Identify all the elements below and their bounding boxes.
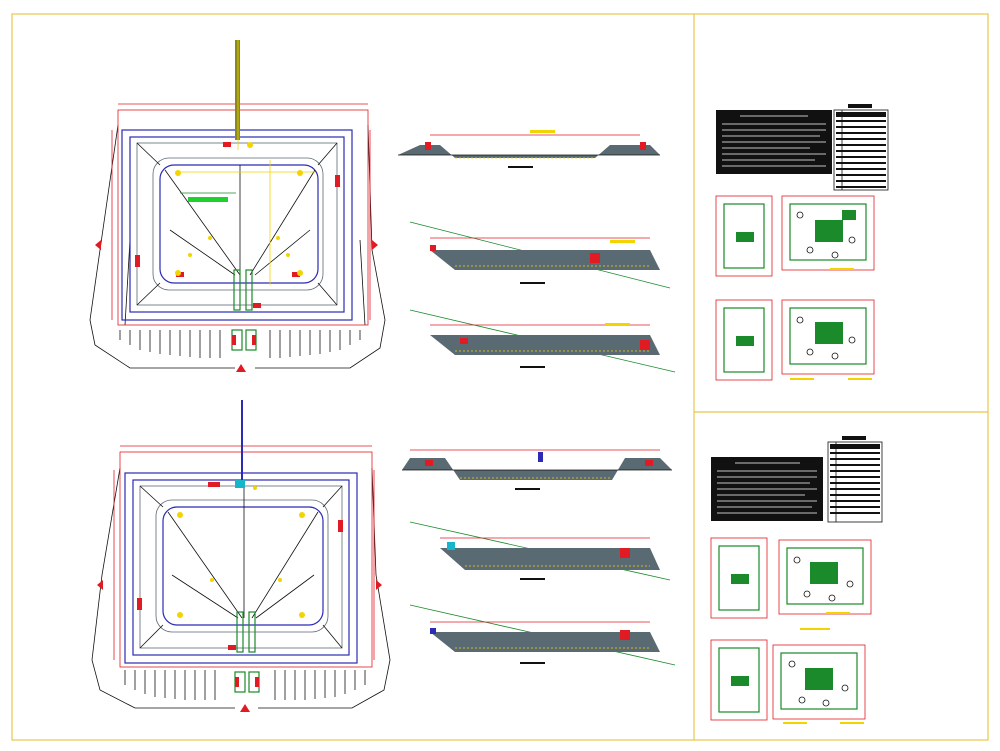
plan-top-arrows <box>95 240 378 372</box>
plan-view-bottom <box>91 400 391 712</box>
plan-bottom-pond-outline <box>124 472 358 664</box>
plan-bottom-skirt <box>91 467 391 709</box>
plan-bottom-slope-lines <box>139 485 343 649</box>
section-4 <box>402 449 672 490</box>
sheet-frame <box>11 13 989 741</box>
plan-bottom-red-tags <box>137 482 343 687</box>
plan-top-slope-lines <box>136 142 338 306</box>
detail-panel-bottom <box>710 436 883 724</box>
plan-top-outlet-red <box>232 335 256 345</box>
plan-top-outlet <box>231 269 257 351</box>
plan-top-markers <box>175 142 303 276</box>
section-1 <box>398 130 660 168</box>
plan-bottom-dimension-lines <box>113 445 375 668</box>
section-6 <box>409 604 676 666</box>
plan-view-top <box>89 40 386 372</box>
plan-bottom-hatch <box>124 670 366 700</box>
section-5 <box>409 521 671 581</box>
plan-top-hatch <box>119 330 361 358</box>
plan-top-skirt <box>89 124 386 369</box>
plan-bottom-inlet-box <box>235 480 245 488</box>
plan-bottom-arrows <box>97 580 382 712</box>
plan-top-inner-offset <box>136 142 338 306</box>
plan-top-green-label <box>188 197 228 202</box>
plan-top-pond-outline <box>121 129 353 321</box>
detail-panel-top <box>715 104 889 381</box>
plan-bottom-markers <box>177 486 305 618</box>
plan-top-inlet-pipe <box>235 40 240 140</box>
plan-top-centerlines <box>180 160 315 285</box>
plan-top-dimension-lines <box>111 103 371 326</box>
section-2 <box>409 221 671 289</box>
section-3 <box>409 309 676 373</box>
